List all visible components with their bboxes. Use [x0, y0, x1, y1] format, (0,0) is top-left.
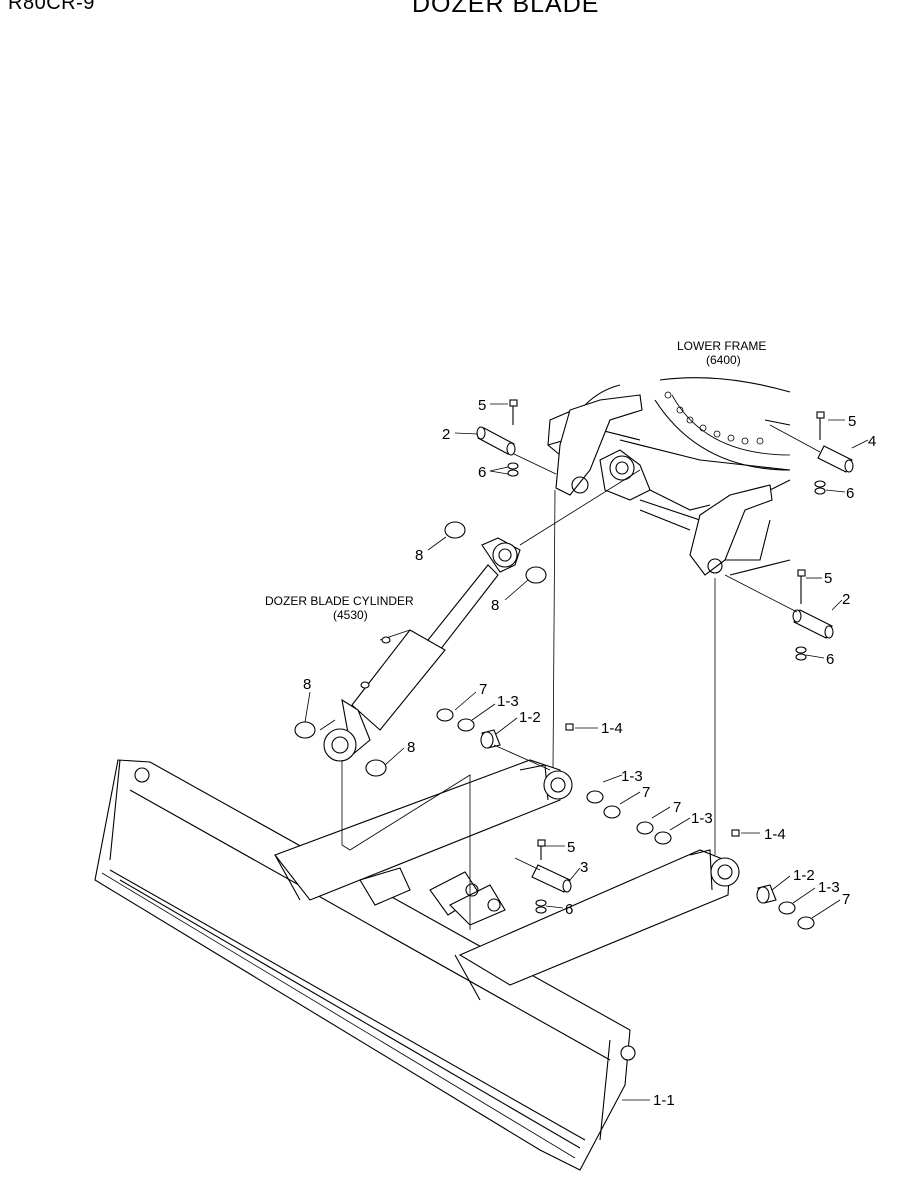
- callout-1-4: 1-4: [764, 826, 786, 843]
- callout-7: 7: [642, 784, 650, 801]
- cylinder-label: DOZER BLADE CYLINDER: [265, 594, 414, 608]
- callout-8: 8: [491, 597, 499, 614]
- callout-8: 8: [407, 739, 415, 756]
- page-title: DOZER BLADE: [412, 0, 600, 18]
- callout-1-3: 1-3: [621, 768, 643, 785]
- callout-5: 5: [848, 413, 856, 430]
- pin-2-upper: [476, 426, 557, 475]
- callout-4: 4: [868, 433, 876, 450]
- dozer-blade-drawing: [94, 489, 740, 1171]
- callout-7: 7: [673, 799, 681, 816]
- callout-labels: 5 2 6 8 8 8 8 5 4 6 5 2 6 7 1-3 1-2 1-4 …: [303, 397, 876, 1109]
- callout-6: 6: [826, 651, 834, 668]
- callout-6: 6: [478, 464, 486, 481]
- callout-1-2: 1-2: [519, 709, 541, 726]
- callout-1-4: 1-4: [601, 720, 623, 737]
- callout-5: 5: [478, 397, 486, 414]
- callout-3: 3: [580, 859, 588, 876]
- bushings-rings: [436, 708, 815, 930]
- dozer-cylinder-drawing: [319, 469, 641, 762]
- callout-1-3: 1-3: [497, 693, 519, 710]
- rings-8: [294, 521, 547, 777]
- lower-frame-drawing: [547, 377, 791, 576]
- callout-1-2: 1-2: [793, 867, 815, 884]
- callout-5: 5: [824, 570, 832, 587]
- callout-2: 2: [842, 591, 850, 608]
- bolt-5-upper: [507, 399, 519, 477]
- callout-1-3: 1-3: [691, 810, 713, 827]
- pin-2-lower: [724, 569, 834, 661]
- callout-2: 2: [442, 426, 450, 443]
- cylinder-code: (4530): [333, 608, 368, 622]
- model-number: R80CR-9: [8, 0, 95, 14]
- callout-1-1: 1-1: [653, 1092, 675, 1109]
- callout-1-3: 1-3: [818, 879, 840, 896]
- pin-4: [769, 411, 854, 495]
- callout-6: 6: [846, 485, 854, 502]
- callout-7: 7: [842, 891, 850, 908]
- callout-8: 8: [415, 547, 423, 564]
- callout-5: 5: [567, 839, 575, 856]
- callout-8: 8: [303, 676, 311, 693]
- callout-6: 6: [565, 901, 573, 918]
- lower-frame-code: (6400): [706, 353, 741, 367]
- lower-frame-label: LOWER FRAME: [677, 339, 766, 353]
- callout-7: 7: [479, 681, 487, 698]
- leader-lines: [304, 403, 869, 1101]
